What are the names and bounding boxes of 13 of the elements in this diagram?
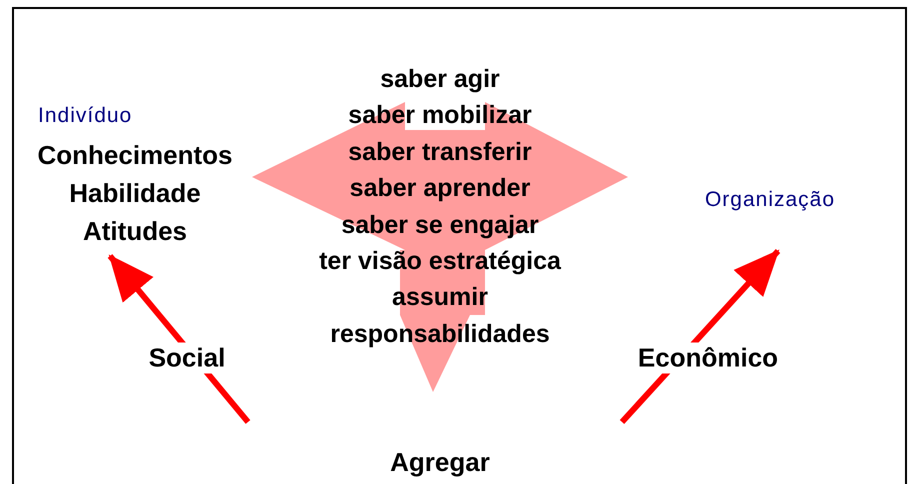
skill-text: ter visão estratégica [318,246,562,278]
item-text: Atitudes [82,215,188,248]
group-heading: Organização [704,188,836,212]
skill-text: saber se engajar [340,210,540,241]
skill-text: assumir responsabilidades [329,282,551,350]
skill-text: saber transferir [347,136,533,168]
group-heading: Indivíduo [37,103,134,129]
skill-text: saber aprender [348,173,532,204]
skill-text: saber mobilizar [347,100,533,132]
item-text: Habilidade [68,177,202,210]
skill-text: saber agir [379,64,501,95]
item-text: Conhecimentos [36,139,234,172]
node-label: Agregar [390,446,490,478]
